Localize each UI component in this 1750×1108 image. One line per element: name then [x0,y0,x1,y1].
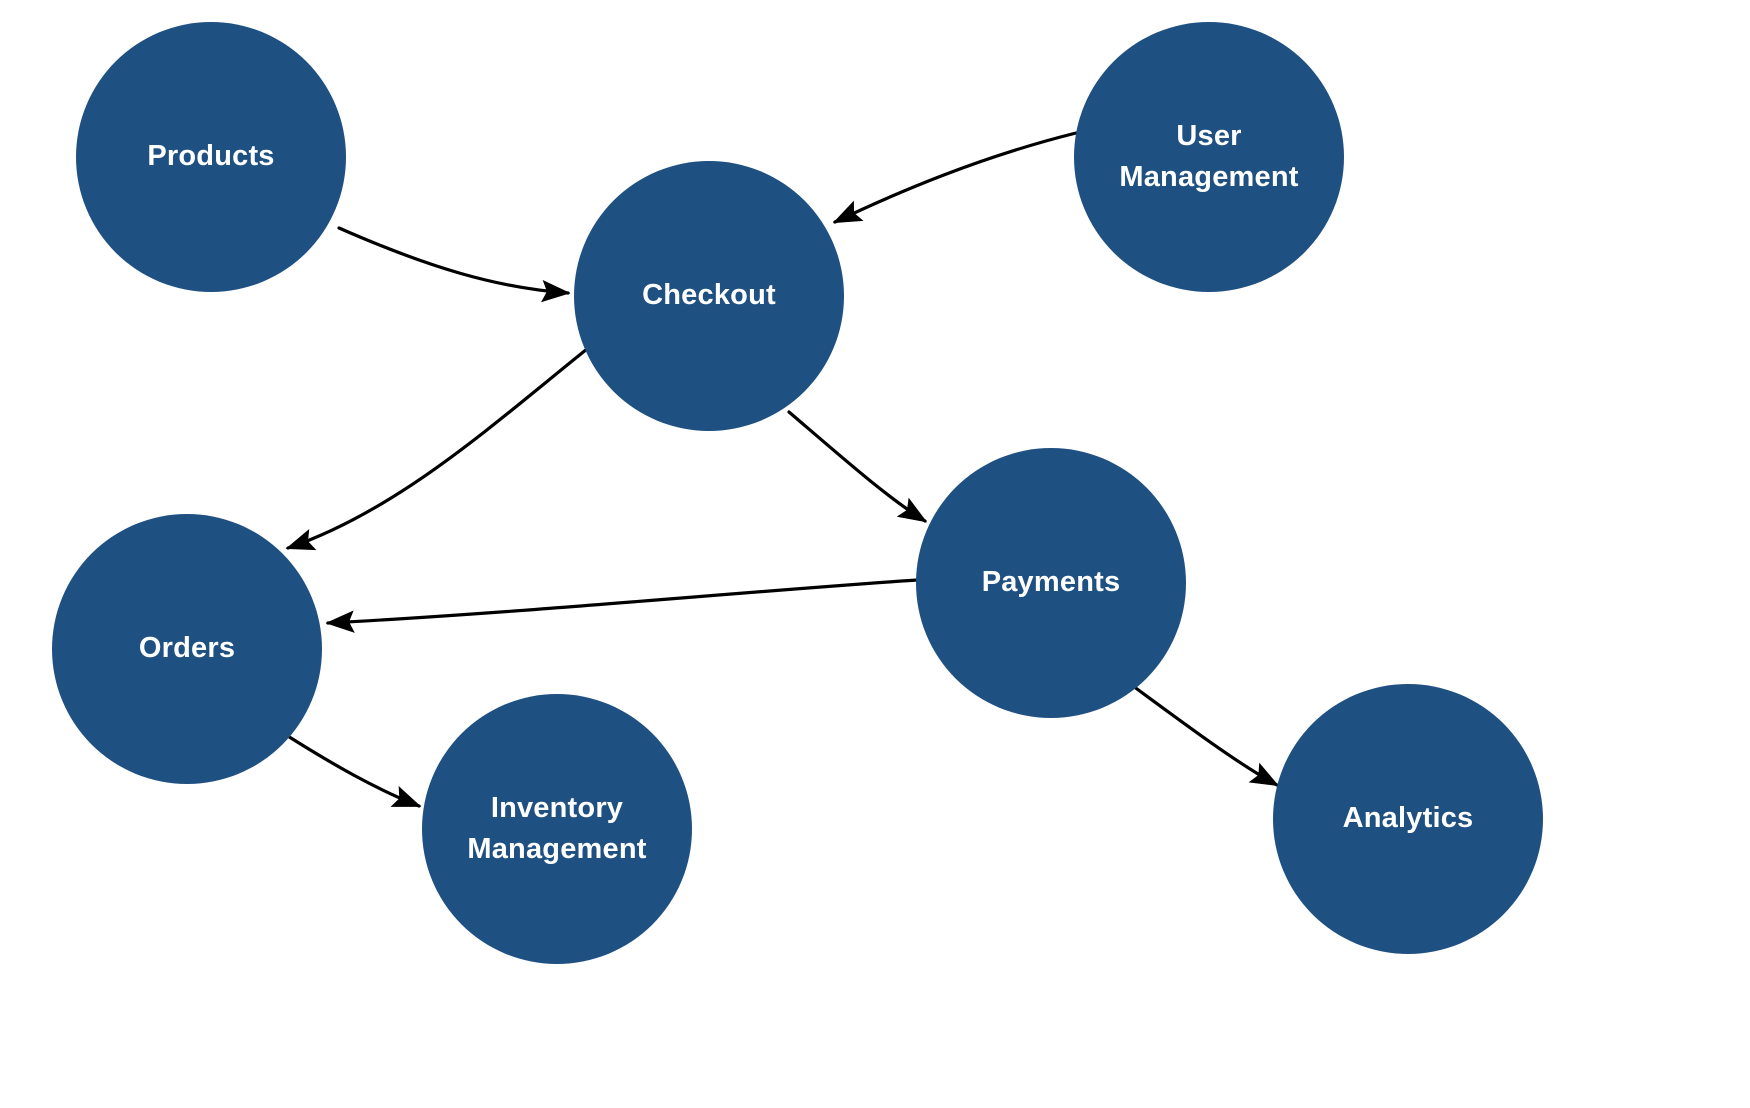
node-label-payments: Payments [981,566,1121,599]
node-orders[interactable]: Orders [52,514,322,784]
edge-checkout-to-orders [285,343,594,551]
node-payments[interactable]: Payments [916,448,1186,718]
node-products[interactable]: Products [76,22,346,292]
node-checkout[interactable]: Checkout [574,161,844,431]
node-label-user-management: User Management [1119,119,1299,193]
node-user-management[interactable]: User Management [1074,22,1344,292]
edge-orders-to-inventory [281,731,422,808]
edge-payments-to-analytics [1131,684,1280,787]
node-analytics[interactable]: Analytics [1273,684,1543,954]
node-label-orders: Orders [138,632,236,665]
node-label-inventory-management: Inventory Management [467,791,647,865]
edge-checkout-to-payments [787,410,928,523]
node-label-analytics: Analytics [1342,802,1474,835]
node-label-checkout: Checkout [642,279,776,312]
node-inventory-management[interactable]: Inventory Management [422,694,692,964]
edge-payments-to-orders [325,578,919,633]
node-label-products: Products [147,140,275,173]
edges-group [281,131,1280,808]
edge-products-to-checkout [337,226,571,303]
edge-user-management-to-checkout [832,131,1078,224]
